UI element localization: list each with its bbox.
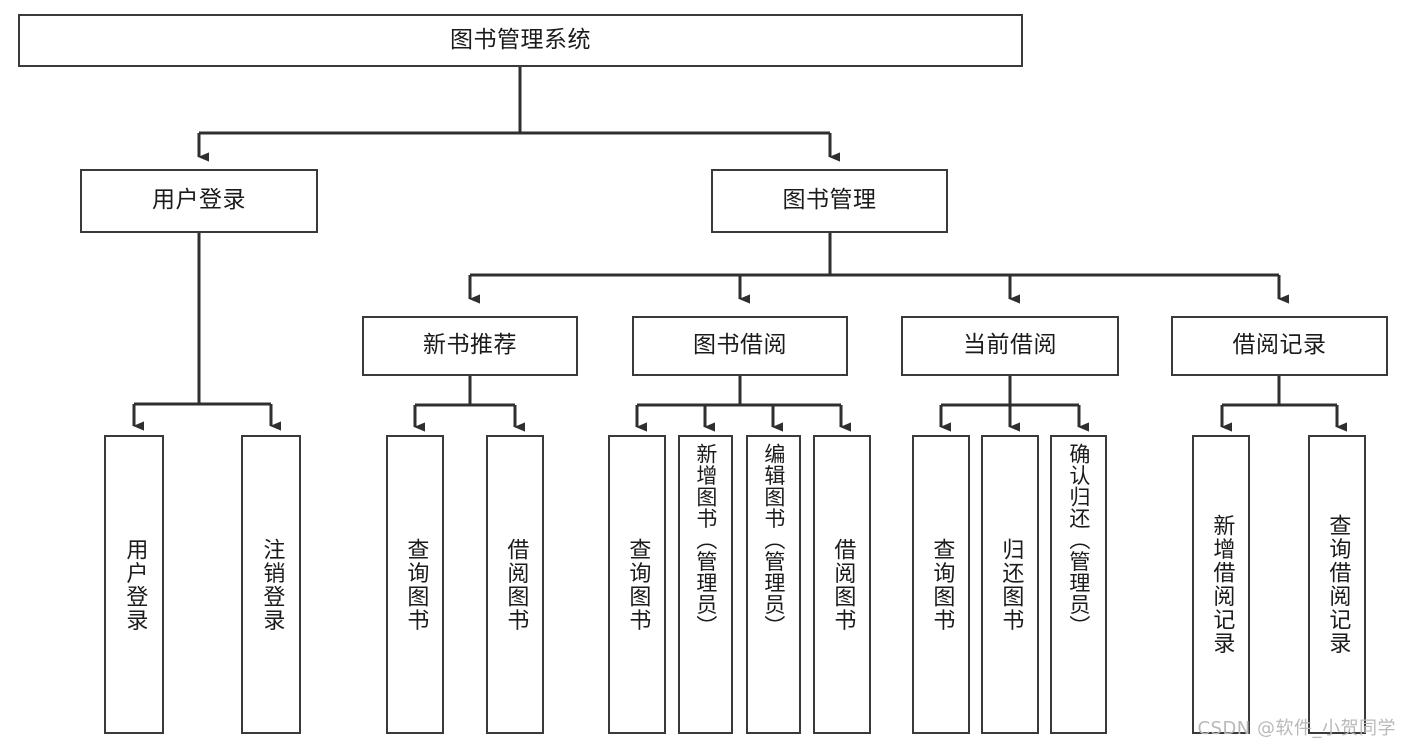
leaf-edit-book-label: 编辑图书（管理员）	[761, 443, 786, 637]
leaf-query-book-3[interactable]: 查询图书	[912, 435, 970, 734]
leaf-add-record[interactable]: 新增借阅记录	[1192, 435, 1250, 734]
leaf-user-logout[interactable]: 注销登录	[241, 435, 301, 734]
leaf-query-book-3-label: 查询图书	[929, 537, 955, 632]
leaf-return-book[interactable]: 归还图书	[981, 435, 1039, 734]
leaf-user-logout-label: 注销登录	[259, 537, 285, 632]
leaf-borrow-book-2[interactable]: 借阅图书	[813, 435, 871, 734]
node-root-label: 图书管理系统	[450, 26, 591, 53]
leaf-add-book[interactable]: 新增图书（管理员）	[678, 435, 733, 734]
leaf-add-record-label: 新增借阅记录	[1209, 514, 1235, 655]
leaf-query-book-1-label: 查询图书	[403, 537, 429, 632]
node-root[interactable]: 图书管理系统	[18, 14, 1023, 67]
leaf-return-book-label: 归还图书	[998, 537, 1024, 632]
node-book-borrow[interactable]: 图书借阅	[632, 316, 848, 376]
leaf-user-login-label: 用户登录	[122, 537, 148, 632]
leaf-query-record-label: 查询借阅记录	[1325, 514, 1351, 655]
node-user-login-label: 用户登录	[152, 187, 246, 214]
leaf-edit-book[interactable]: 编辑图书（管理员）	[746, 435, 801, 734]
leaf-confirm-return-label: 确认归还（管理员）	[1066, 443, 1091, 637]
node-borrow-record[interactable]: 借阅记录	[1171, 316, 1388, 376]
node-new-book-recommend-label: 新书推荐	[423, 332, 517, 359]
leaf-query-book-2-label: 查询图书	[625, 537, 651, 632]
leaf-borrow-book-2-label: 借阅图书	[830, 537, 856, 632]
node-current-borrow[interactable]: 当前借阅	[901, 316, 1119, 376]
leaf-confirm-return[interactable]: 确认归还（管理员）	[1050, 435, 1107, 734]
node-borrow-record-label: 借阅记录	[1232, 332, 1327, 359]
leaf-query-record[interactable]: 查询借阅记录	[1308, 435, 1366, 734]
node-book-management[interactable]: 图书管理	[711, 169, 948, 233]
leaf-query-book-2[interactable]: 查询图书	[608, 435, 666, 734]
leaf-query-book-1[interactable]: 查询图书	[386, 435, 444, 734]
node-user-login[interactable]: 用户登录	[80, 169, 318, 233]
leaf-borrow-book-1[interactable]: 借阅图书	[486, 435, 544, 734]
node-book-borrow-label: 图书借阅	[693, 332, 787, 359]
leaf-add-book-label: 新增图书（管理员）	[693, 443, 718, 637]
leaf-borrow-book-1-label: 借阅图书	[503, 537, 529, 632]
node-current-borrow-label: 当前借阅	[963, 332, 1057, 359]
node-new-book-recommend[interactable]: 新书推荐	[362, 316, 578, 376]
leaf-user-login[interactable]: 用户登录	[104, 435, 164, 734]
node-book-management-label: 图书管理	[782, 187, 877, 214]
